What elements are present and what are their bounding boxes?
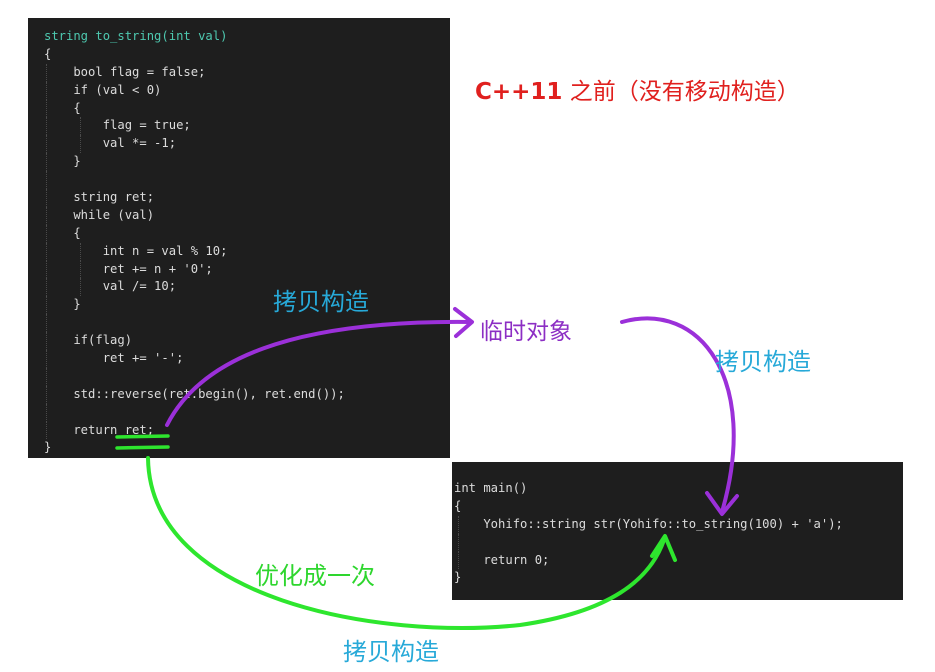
code-text: string to_string(int val) (44, 29, 228, 43)
copy-to-temp-arrow (165, 319, 472, 427)
code-line: } (44, 296, 450, 315)
code-line: flag = true; (44, 117, 450, 136)
copy-construct-label: 拷贝构造 (715, 348, 811, 376)
code-line: if (val < 0) (44, 81, 450, 100)
code-line: { (44, 99, 450, 118)
ret-underline (115, 445, 170, 450)
code-line (44, 367, 450, 386)
code-text: int n = val % 10; (44, 243, 228, 258)
diagram-title: C++11 之前（没有移动构造） (475, 72, 800, 106)
code-text: ret += n + '0'; (44, 261, 213, 276)
code-line: return 0; (454, 551, 903, 570)
code-line: ret += '-'; (44, 350, 450, 368)
code-line (454, 533, 903, 552)
code-text: int main() (454, 481, 528, 495)
code-line: if(flag) (44, 332, 450, 351)
code-text: return ret; (44, 422, 155, 437)
code-line: val /= 10; (44, 278, 450, 297)
code-line: int main() (454, 480, 903, 498)
code-text: return 0; (454, 552, 550, 567)
code-line: { (44, 224, 450, 243)
code-line: } (454, 569, 903, 587)
code-text: { (44, 100, 81, 115)
optimized-copy-arrow (146, 456, 666, 630)
code-text: { (44, 225, 81, 240)
code-text: flag = true; (44, 118, 191, 133)
code-text: val *= -1; (44, 136, 177, 151)
code-line: std::reverse(ret.begin(), ret.end()); (44, 385, 450, 404)
copy-construct-label: 拷贝构造 (273, 288, 369, 316)
code-text: Yohifo::string str(Yohifo::to_string(100… (454, 516, 843, 531)
code-text: } (44, 154, 81, 169)
code-line: { (44, 46, 450, 64)
code-panel-to-string: string to_string(int val) { bool flag = … (28, 18, 450, 458)
temp-object-label: 临时对象 (480, 319, 572, 345)
code-line (44, 314, 450, 333)
ret-underline (115, 434, 170, 439)
code-text: string ret; (44, 190, 155, 205)
temp-to-main-arrowhead (705, 491, 739, 516)
code-text: } (44, 440, 52, 455)
code-text: { (44, 46, 52, 61)
code-text: } (44, 297, 81, 312)
code-line (44, 403, 450, 422)
code-line: Yohifo::string str(Yohifo::to_string(100… (454, 515, 903, 534)
optimized-once-label: 优化成一次 (255, 562, 375, 590)
copy-construct-label: 拷贝构造 (343, 638, 439, 666)
code-line: } (44, 439, 450, 457)
code-text: bool flag = false; (44, 64, 206, 79)
code-line (44, 171, 450, 190)
code-text: if(flag) (44, 333, 133, 348)
code-text: ret += '-'; (44, 351, 184, 366)
code-line: val *= -1; (44, 135, 450, 154)
title-suffix: 之前（没有移动构造） (562, 79, 800, 105)
code-text: { (454, 498, 462, 513)
optimized-copy-arrowhead (650, 534, 677, 562)
copy-to-temp-arrowhead (453, 307, 474, 338)
code-text: while (val) (44, 207, 155, 222)
code-text: } (454, 570, 462, 585)
code-panel-main: int main() { Yohifo::string str(Yohifo::… (452, 462, 903, 600)
code-line: return ret; (44, 421, 450, 440)
temp-to-main-arrow (620, 316, 736, 514)
code-line: string ret; (44, 189, 450, 207)
code-line: int n = val % 10; (44, 242, 450, 261)
code-line: ret += n + '0'; (44, 260, 450, 279)
code-line: string to_string(int val) (44, 28, 450, 46)
code-line: bool flag = false; (44, 63, 450, 82)
code-text: if (val < 0) (44, 82, 162, 97)
title-prefix: C++11 (475, 79, 563, 105)
code-line: } (44, 153, 450, 172)
code-text: val /= 10; (44, 279, 177, 294)
code-line: { (454, 498, 903, 516)
code-text: std::reverse(ret.begin(), ret.end()); (44, 386, 345, 401)
code-line: while (val) (44, 206, 450, 225)
